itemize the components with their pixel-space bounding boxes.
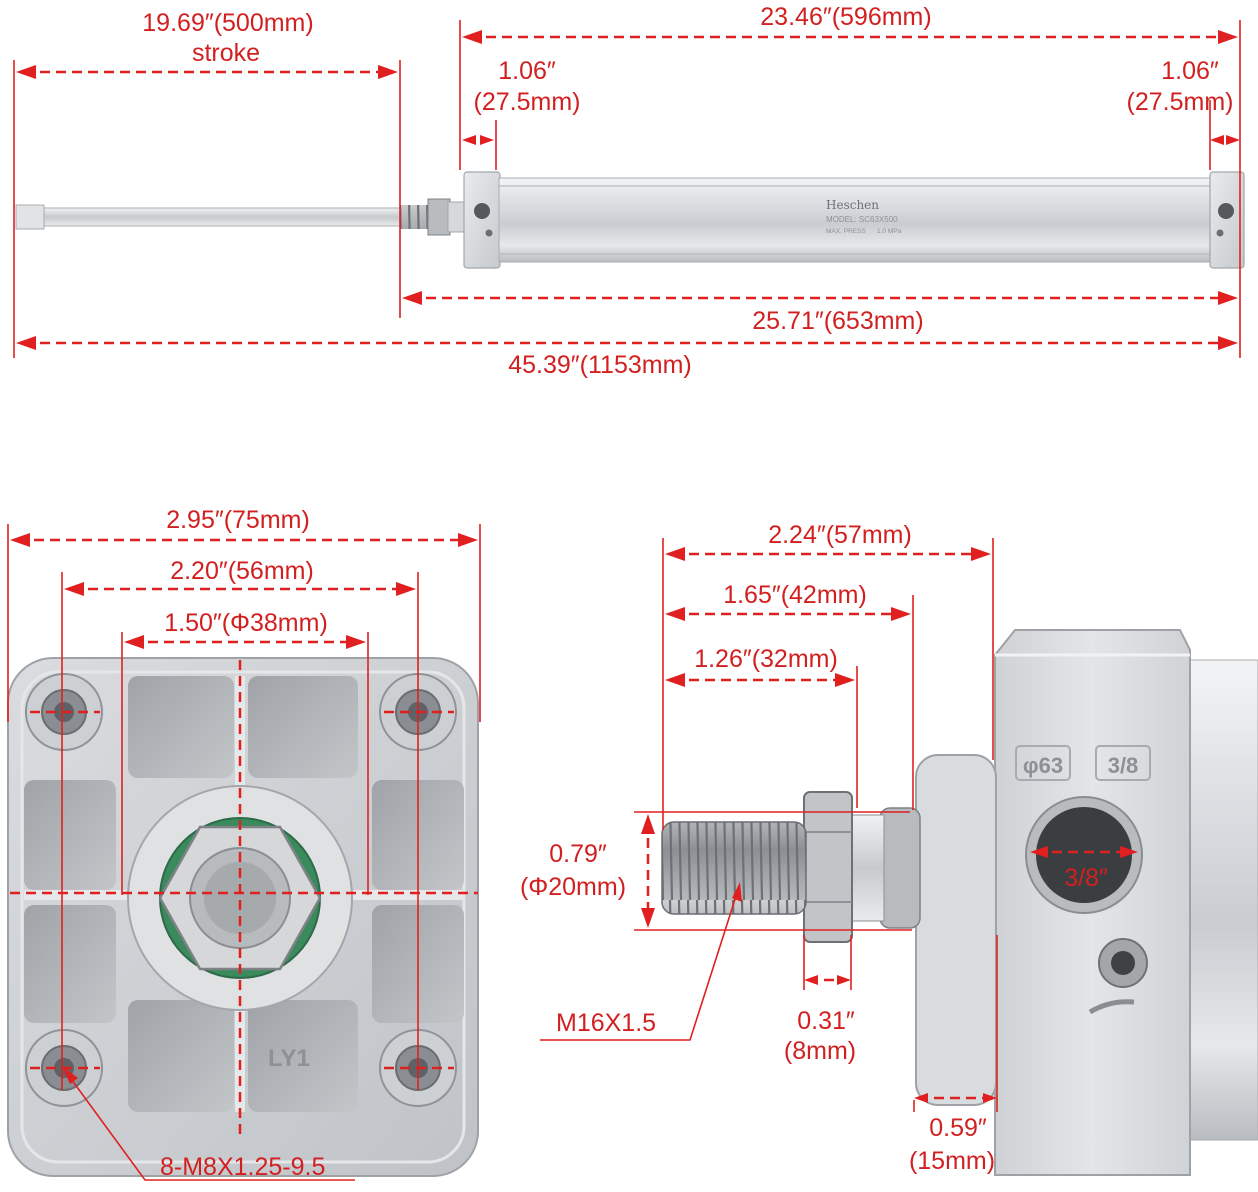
- body-length-dimension: 23.46″(596mm): [462, 3, 1238, 44]
- boss-diameter-dimension: 1.50″(Φ38mm): [124, 609, 366, 649]
- body-length-value: 23.46″(596mm): [760, 3, 931, 31]
- rod-thread-top: [400, 205, 430, 229]
- mounting-thread-label: 8-M8X1.25-9.5: [160, 1153, 325, 1181]
- pocket-left: [24, 780, 116, 890]
- thread-spec-leader: M16X1.5: [540, 882, 742, 1041]
- cylinder-barrel: [498, 177, 1213, 263]
- boss-diameter-value: 1.50″(Φ38mm): [164, 609, 328, 637]
- pocket-top-left: [128, 676, 234, 778]
- total-rod-dimension: 2.24″(57mm): [665, 521, 991, 561]
- rod-boss-top: [447, 201, 467, 233]
- pocket-bottom-left: [128, 1000, 234, 1112]
- port-size-dimension: 3/8″: [1030, 846, 1138, 892]
- extended-length-value: 45.39″(1153mm): [508, 351, 691, 379]
- thread-length-dimension: 1.26″(32mm): [665, 645, 855, 687]
- rod-end-tip: [15, 204, 45, 230]
- retracted-length-value: 25.71″(653mm): [752, 307, 923, 335]
- thread-length-value: 1.26″(32mm): [694, 645, 838, 673]
- side-rod: [849, 814, 885, 922]
- rod-to-nut-dimension: 1.65″(42mm): [665, 581, 911, 621]
- rear-cap-mm: (27.5mm): [1127, 88, 1234, 116]
- stroke-dimension: 19.69″(500mm) stroke: [16, 9, 398, 79]
- cylinder-top-view: Heschen MODEL: SC63X500 MAX. PRESS 1.0 M…: [15, 171, 1245, 269]
- retracted-length-dimension: 25.71″(653mm): [402, 291, 1238, 335]
- side-rod-collar: [879, 807, 921, 929]
- rod-nut-top: [427, 198, 451, 236]
- side-barrel: [1181, 659, 1258, 1141]
- extended-length-dimension: 45.39″(1153mm): [16, 336, 1238, 379]
- thread-diameter-mm: (Φ20mm): [520, 873, 626, 901]
- port-mark-box: [1095, 745, 1151, 781]
- mounting-thread-leader: 8-M8X1.25-9.5: [62, 1066, 355, 1181]
- pocket-left-lower: [24, 905, 116, 1023]
- width-outer-value: 2.95″(75mm): [166, 506, 310, 534]
- width-outer-dimension: 2.95″(75mm): [10, 506, 478, 547]
- nut-width-mm: (8mm): [784, 1037, 856, 1065]
- casting-mark: LY1: [268, 1045, 310, 1072]
- bolt-spacing-value: 2.20″(56mm): [170, 557, 314, 585]
- end-cap-view: LY1: [7, 657, 479, 1177]
- thread-spec-label: M16X1.5: [556, 1009, 656, 1037]
- rod-to-nut-value: 1.65″(42mm): [723, 581, 867, 609]
- pocket-bottom-right: [248, 1000, 358, 1112]
- max-press-label: MAX. PRESS: [826, 228, 866, 235]
- front-end-cap: [463, 171, 501, 269]
- side-thread: [661, 821, 807, 915]
- side-hex-nut: [803, 791, 853, 943]
- boss-length-mm: (15mm): [909, 1147, 995, 1175]
- nut-width-dimension: 0.31″ (8mm): [784, 975, 856, 1065]
- rear-port-hole: [1218, 203, 1234, 219]
- port-size-value: 3/8″: [1064, 864, 1108, 892]
- rear-cap-inch: 1.06″: [1161, 57, 1219, 85]
- total-rod-value: 2.24″(57mm): [768, 521, 912, 549]
- bore-mark-box: [1015, 745, 1071, 781]
- bolt-spacing-dimension: 2.20″(56mm): [64, 557, 416, 596]
- stroke-label: stroke: [192, 39, 260, 67]
- end-view-extension-lines: [7, 524, 481, 1090]
- piston-rod: [15, 207, 403, 227]
- front-cap-inch: 1.06″: [498, 57, 556, 85]
- side-view-extension-lines: [634, 538, 998, 1112]
- front-cap-mm: (27.5mm): [474, 88, 581, 116]
- boss-length-dimension: 0.59″ (15mm): [909, 1093, 997, 1175]
- boss-length-inch: 0.59″: [929, 1114, 987, 1142]
- top-extension-lines: [13, 20, 1241, 358]
- front-port-hole: [474, 203, 490, 219]
- pressure-label: 1.0 MPa: [877, 228, 902, 235]
- thread-diameter-dimension: 0.79″ (Φ20mm): [520, 814, 655, 928]
- side-rod-boss: [915, 754, 997, 1106]
- brand-label: Heschen: [826, 198, 879, 212]
- model-label: MODEL: SC63X500: [826, 215, 898, 224]
- nut-width-inch: 0.31″: [797, 1007, 855, 1035]
- thread-diameter-inch: 0.79″: [549, 840, 607, 868]
- rear-cap-dimension: 1.06″ (27.5mm): [1127, 57, 1240, 145]
- bore-mark: φ63: [1023, 753, 1063, 778]
- end-view-centerlines: [10, 660, 478, 1140]
- port-mark: 3/8: [1108, 753, 1139, 778]
- front-cap-dimension: 1.06″ (27.5mm): [462, 57, 580, 145]
- stroke-value: 19.69″(500mm): [142, 9, 313, 37]
- pocket-top-right: [248, 676, 358, 778]
- rear-end-cap: [1209, 171, 1245, 269]
- rod-end-side-view: φ63 3/8: [661, 629, 1258, 1176]
